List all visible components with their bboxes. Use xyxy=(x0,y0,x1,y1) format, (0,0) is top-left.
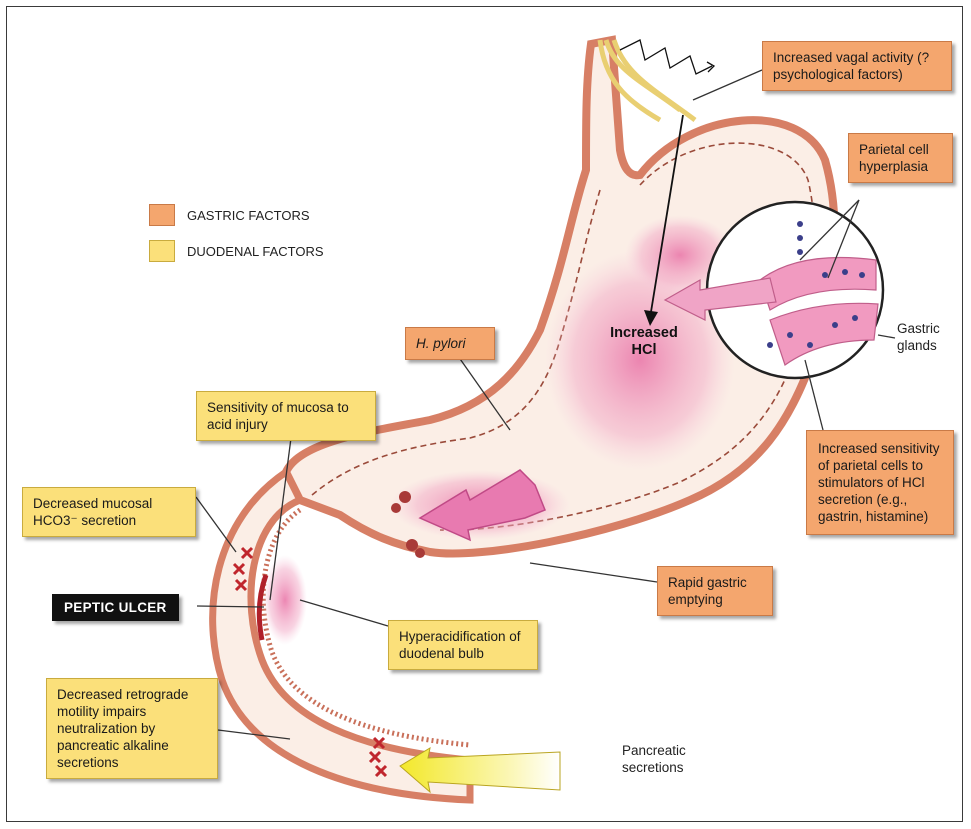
label-peptic-ulcer: PEPTIC ULCER xyxy=(52,594,179,621)
label-parietal-hyperplasia: Parietal cell hyperplasia xyxy=(848,133,953,183)
label-gastric-glands: Gastric glands xyxy=(897,320,957,354)
legend-label-duodenal: DUODENAL FACTORS xyxy=(187,244,324,259)
label-decreased-hco3: Decreased mucosal HCO3⁻ secretion xyxy=(22,487,196,537)
legend-gastric: GASTRIC FACTORS xyxy=(149,204,310,226)
legend-swatch-duodenal xyxy=(149,240,175,262)
label-sensitivity-mucosa: Sensitivity of mucosa to acid injury xyxy=(196,391,376,441)
legend-duodenal: DUODENAL FACTORS xyxy=(149,240,324,262)
legend-label-gastric: GASTRIC FACTORS xyxy=(187,208,310,223)
label-decreased-retrograde: Decreased retrograde motility impairs ne… xyxy=(46,678,218,779)
label-vagal-activity: Increased vagal activity (? psychologica… xyxy=(762,41,952,91)
label-pancreatic-secretions: Pancreatic secretions xyxy=(622,742,712,776)
pancreatic-arrow xyxy=(400,748,560,792)
label-hyperacidification: Hyperacidification of duodenal bulb xyxy=(388,620,538,670)
label-h-pylori: H. pylori xyxy=(405,327,495,360)
legend-swatch-gastric xyxy=(149,204,175,226)
label-rapid-emptying: Rapid gastric emptying xyxy=(657,566,773,616)
label-increased-sensitivity: Increased sensitivity of parietal cells … xyxy=(806,430,954,535)
label-increased-hcl: Increased HCl xyxy=(604,325,684,359)
